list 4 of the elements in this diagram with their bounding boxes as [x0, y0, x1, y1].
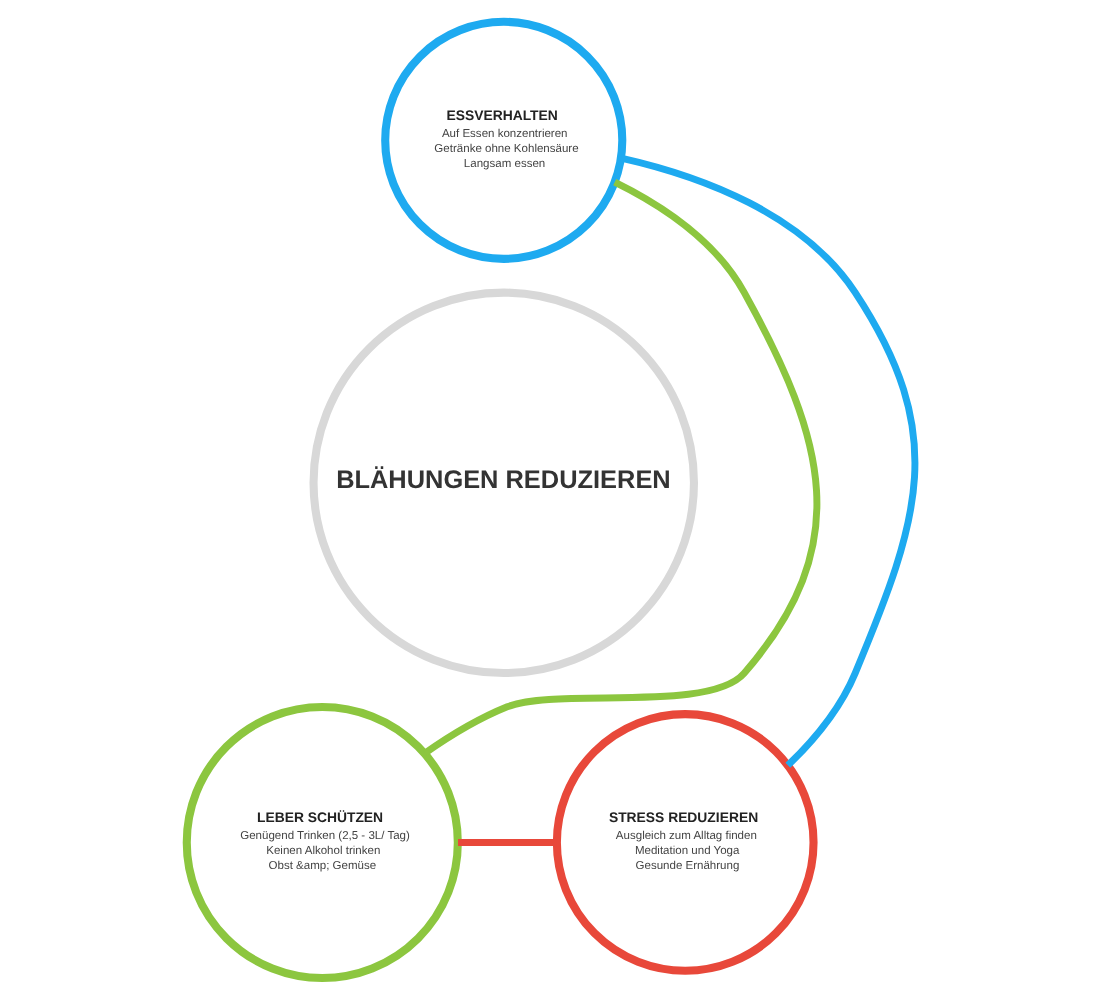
connector: [619, 154, 917, 768]
connector: [422, 178, 819, 757]
node-circle: BLÄHUNGEN REDUZIEREN: [308, 288, 697, 678]
connector: [457, 839, 556, 846]
